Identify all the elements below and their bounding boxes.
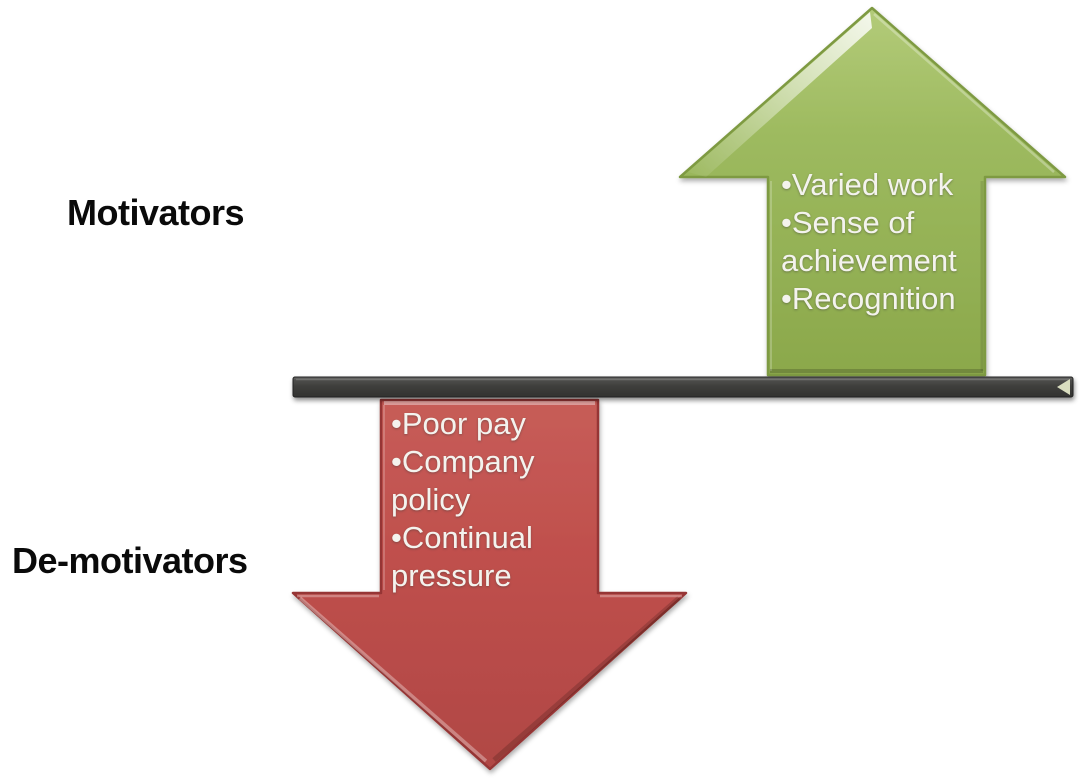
bullet-item: •Varied work	[781, 167, 954, 202]
demotivators-down-arrow	[291, 398, 688, 771]
demotivators-arrow-right-edge-shade	[492, 596, 681, 762]
balance-bar	[292, 376, 1074, 398]
bar-end-left-triangle-icon	[1057, 379, 1070, 395]
bullet-item: •Sense of achievement	[781, 205, 957, 278]
motivators-arrow-gloss	[688, 12, 872, 177]
motivators-bullet-list: •Varied work•Sense of achievement•Recogn…	[781, 166, 987, 318]
demotivators-label: De-motivators	[12, 540, 248, 581]
motivators-label: Motivators	[67, 192, 245, 233]
bullet-item: •Poor pay	[391, 406, 526, 441]
bullet-item: •Continual pressure	[391, 520, 533, 593]
demotivators-bullet-list: •Poor pay•Company policy•Continual press…	[391, 405, 603, 595]
motivators-arrow-right-edge-highlight	[873, 13, 1055, 173]
bullet-item: •Company policy	[391, 444, 535, 517]
demotivators-arrow-left-edge-highlight	[298, 596, 488, 763]
bullet-item: •Recognition	[781, 281, 956, 316]
motivators-up-arrow	[678, 6, 1067, 377]
balance-bar-rect	[292, 376, 1074, 398]
